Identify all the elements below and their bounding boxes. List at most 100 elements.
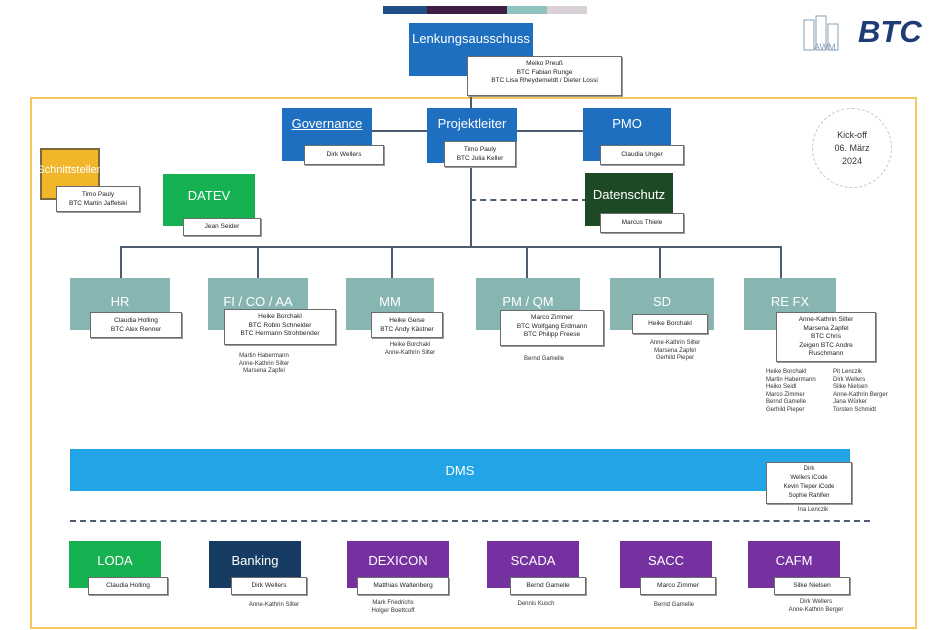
bottom-title: DEXICON bbox=[368, 553, 428, 568]
member-name: Bernd Gamelle bbox=[523, 356, 565, 362]
bottom-extra-sacc: Bernd Gamelle bbox=[645, 602, 703, 610]
lenkungsausschuss-members: Meiko Preuß BTC Fabian Runge BTC Lisa Rh… bbox=[467, 56, 622, 96]
module-title: RE FX bbox=[770, 294, 810, 309]
project-frame bbox=[30, 97, 917, 629]
member-name: Claudia Holling bbox=[114, 317, 158, 324]
datenschutz-members: Marcus Thiele bbox=[600, 213, 684, 233]
member-name: Heike Borchakl bbox=[258, 313, 302, 320]
btc-logo: BTC bbox=[858, 14, 922, 49]
member-name: Dirk bbox=[803, 466, 815, 472]
bottom-title: CAFM bbox=[775, 553, 813, 568]
module-members-re-fx: Anne-Kathrin Silter Marsena Zapfel BTC C… bbox=[776, 312, 876, 362]
connector-line bbox=[659, 246, 661, 278]
member-name: Heike Borchakl bbox=[766, 369, 807, 375]
member-name: Bernd Gamelle bbox=[766, 399, 807, 405]
member-name: Claudia Unger bbox=[621, 151, 663, 158]
member-name: Marcus Thiele bbox=[621, 219, 663, 226]
member-name: Matthias Waltenberg bbox=[373, 582, 433, 589]
bottom-members-scada: Bernd Gamelle bbox=[510, 577, 586, 595]
dashed-separator bbox=[70, 520, 870, 522]
dms-members: Dirk Wellers iCode Kevin Tieper iCode So… bbox=[766, 462, 852, 504]
member-name: Marsena Zapfel bbox=[803, 324, 849, 332]
governance-title: Governance bbox=[291, 116, 363, 131]
bottom-members-banking: Dirk Wellers bbox=[231, 577, 307, 595]
member-name: BTC Martin Jaffelski bbox=[68, 199, 128, 207]
lenkungsausschuss-title: Lenkungsausschuss bbox=[412, 31, 530, 46]
projektleiter-title: Projektleiter bbox=[437, 116, 507, 131]
module-title: HR bbox=[110, 294, 130, 309]
kickoff-line: Kick-off bbox=[837, 129, 867, 140]
member-name: BTC Andy Kästner bbox=[380, 325, 434, 333]
member-name: Dirk Wellers bbox=[251, 582, 287, 589]
member-name: Martin Habermann bbox=[239, 353, 289, 359]
module-extra-sd: Anne-Kathrin Silter Marsena Zapfel Gerhi… bbox=[642, 340, 708, 363]
dms-extra: Ina Lenczik bbox=[783, 507, 843, 515]
member-name: BTC Lisa Rheydemeldt / Dieter Lossi bbox=[491, 77, 598, 84]
member-name: Mark Friedrichs bbox=[372, 600, 414, 606]
module-extra-mm: Heike Borchakl Anne-Kathrin Silter bbox=[382, 342, 438, 357]
module-title: PM / QM bbox=[502, 294, 554, 309]
kickoff-stamp: Kick-off 06. März 2024 bbox=[812, 108, 892, 188]
connector-line bbox=[470, 168, 472, 248]
member-name: Anne-Kathrin Silter bbox=[238, 360, 290, 367]
top-color-strip bbox=[507, 6, 547, 14]
dashed-connector bbox=[470, 199, 588, 201]
module-members-pm-qm: Marco Zimmer BTC Wolfgang Erdmann BTC Ph… bbox=[500, 310, 604, 346]
bottom-extra-cafm: Dirk Wellers Anne-Kathrin Berger bbox=[780, 599, 852, 614]
member-name: BTC Alex Renner bbox=[110, 325, 162, 333]
member-name: Heike Borchakl bbox=[648, 320, 692, 327]
top-color-strip bbox=[547, 6, 587, 14]
member-name: Heike Geise bbox=[389, 317, 425, 324]
module-title: FI / CO / AA bbox=[223, 294, 293, 309]
member-name: Timo Pauly bbox=[463, 146, 497, 153]
module-members-fi-co-aa: Heike Borchakl BTC Robin Schneider BTC H… bbox=[224, 309, 336, 345]
module-members-hr: Claudia Holling BTC Alex Renner bbox=[90, 312, 182, 338]
member-name: Gerhild Pieper bbox=[655, 355, 695, 361]
member-name: Timo Pauly bbox=[81, 191, 115, 198]
dms-title: DMS bbox=[445, 462, 475, 478]
member-name: Jean Seider bbox=[204, 223, 240, 230]
member-name: BTC Wolfgang Erdmann bbox=[516, 322, 588, 330]
module-title: SD bbox=[652, 294, 672, 309]
datev-title: DATEV bbox=[187, 188, 231, 203]
member-name: Silke Nielsen bbox=[793, 582, 831, 589]
member-name: Zeigen BTC Andre bbox=[799, 341, 853, 349]
member-name: Bernd Gamelle bbox=[526, 582, 570, 589]
module-extra-re-fx-left: Heike Borchakl Martin Habermann Heiko Se… bbox=[766, 369, 816, 414]
top-color-strip bbox=[427, 6, 507, 14]
pmo-title: PMO bbox=[612, 116, 642, 131]
member-name: Holger Boettcoff bbox=[371, 607, 415, 614]
connector-line bbox=[120, 246, 122, 278]
member-name: Martin Habermann bbox=[766, 376, 816, 383]
member-name: Anne-Kathrin Silter bbox=[649, 340, 701, 346]
bottom-title: Banking bbox=[231, 553, 279, 568]
bottom-members-sacc: Marco Zimmer bbox=[640, 577, 716, 595]
member-name: Anne-Kathrin Berger bbox=[788, 606, 844, 613]
member-name: Dennis Kusch bbox=[517, 601, 555, 607]
module-members-sd: Heike Borchakl bbox=[632, 314, 708, 334]
connector-line bbox=[780, 246, 782, 278]
bottom-title: SCADA bbox=[510, 553, 556, 568]
member-name: Claudia Holling bbox=[106, 582, 150, 589]
member-name: Marco Zimmer bbox=[657, 582, 699, 589]
member-name: BTC Julia Keller bbox=[456, 154, 504, 162]
member-name: Marco Zimmer bbox=[531, 314, 573, 321]
module-members-mm: Heike Geise BTC Andy Kästner bbox=[371, 312, 443, 338]
dms-bar: DMS bbox=[70, 449, 850, 491]
bottom-members-loda: Claudia Holling bbox=[88, 577, 168, 595]
member-name: Marsena Zapfel bbox=[654, 347, 696, 354]
member-name: Meiko Preuß bbox=[526, 60, 563, 67]
member-name: Ruschmann bbox=[808, 350, 844, 357]
member-name: BTC Chris bbox=[811, 333, 841, 340]
member-name: Anne-Kathrin Berger bbox=[833, 391, 888, 398]
member-name: Dirk Wellers bbox=[833, 376, 866, 383]
member-name: Gerhild Pieper bbox=[766, 406, 805, 413]
member-name: Torsten Schmidt bbox=[833, 406, 877, 413]
member-name: Marco Zimmer bbox=[766, 391, 805, 398]
projektleiter-members: Timo Pauly BTC Julia Keller bbox=[444, 141, 516, 167]
member-name: BTC Fabian Runge bbox=[516, 68, 573, 76]
member-name: Bernd Gamelle bbox=[653, 602, 695, 608]
schnittstellen-title: Schnittstellen bbox=[37, 164, 103, 176]
datev-box: DATEV bbox=[163, 174, 255, 226]
member-name: Ina Lenczik bbox=[797, 507, 829, 513]
